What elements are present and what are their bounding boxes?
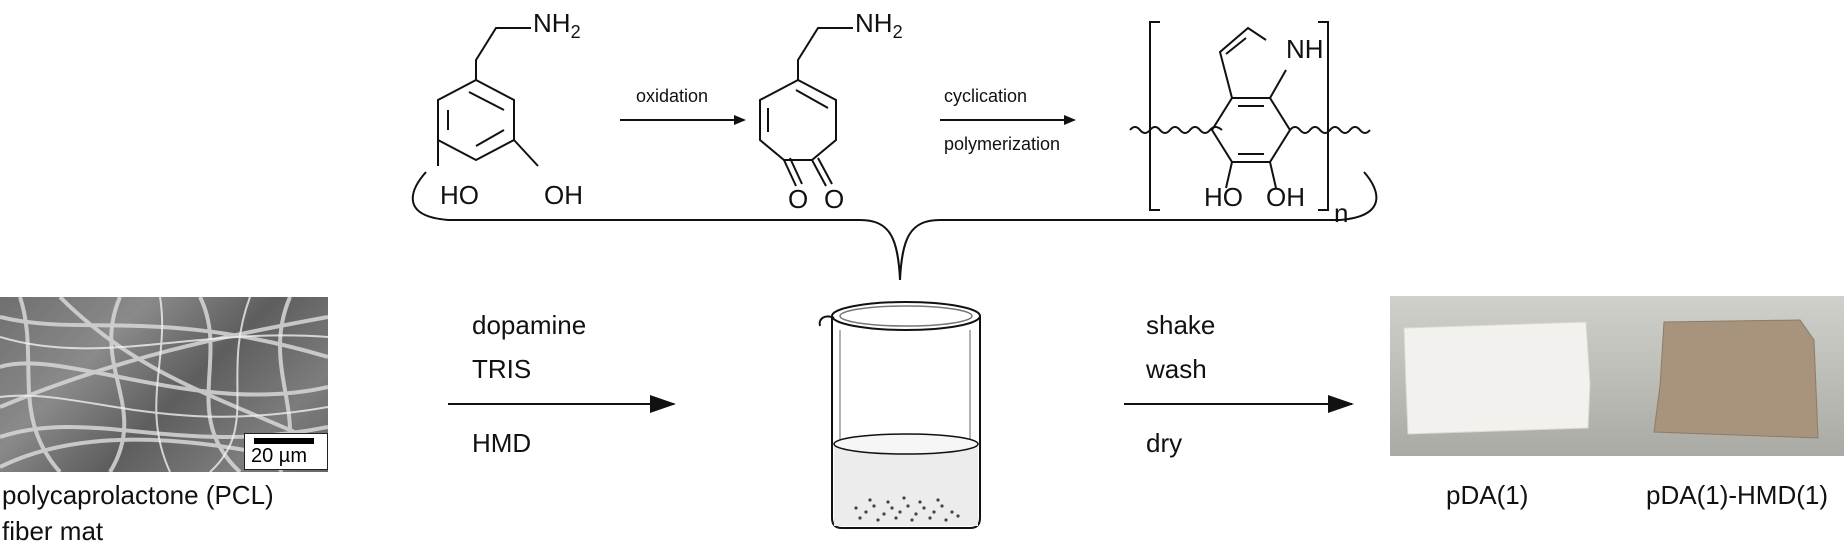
scale-bar xyxy=(254,438,314,444)
repeat-unit-subscript: n xyxy=(1334,198,1349,228)
dopamine-structure xyxy=(437,27,539,167)
hydroxyl-label-4: OH xyxy=(1266,182,1305,212)
polydopamine-unit-structure xyxy=(1129,21,1371,211)
reagent-dopamine: dopamine xyxy=(472,310,587,340)
step-wash: wash xyxy=(1146,354,1207,384)
hydroxyl-label-2: OH xyxy=(544,180,583,210)
oxidation-label: oxidation xyxy=(636,86,709,106)
sem-image-pcl-fiber-mat: 20 µm xyxy=(0,297,328,472)
sample-pda1 xyxy=(1403,321,1591,435)
curly-brace xyxy=(411,171,1378,281)
product-label-pda1: pDA(1) xyxy=(1446,480,1529,510)
product-samples xyxy=(1403,319,1819,439)
beaker-icon xyxy=(818,301,981,529)
step-dry: dry xyxy=(1146,428,1183,458)
polymerization-label: polymerization xyxy=(944,134,1061,154)
dopaminequinone-structure xyxy=(759,27,853,187)
hydroxyl-label-1: HO xyxy=(440,180,479,210)
hydroxyl-label-3: HO xyxy=(1204,182,1243,212)
fiber-texture xyxy=(0,297,328,472)
step-shake: shake xyxy=(1146,310,1216,340)
indole-nh-label: NH xyxy=(1286,34,1324,64)
pcl-caption-line2: fiber mat xyxy=(2,516,104,546)
product-photo xyxy=(1390,296,1844,456)
oxygen-label-2: O xyxy=(824,184,845,214)
scale-bar-label: 20 µm xyxy=(251,445,307,467)
cyclication-label: cyclication xyxy=(944,86,1028,106)
amine-label-1: NH2 xyxy=(533,8,581,43)
sample-pda1-hmd1 xyxy=(1653,319,1819,439)
pcl-caption-line1: polycaprolactone (PCL) xyxy=(2,480,274,510)
reagent-tris: TRIS xyxy=(472,354,532,384)
scale-bar-box: 20 µm xyxy=(244,433,328,470)
product-label-pda1-hmd1: pDA(1)-HMD(1) xyxy=(1646,480,1828,510)
reagent-hmd: HMD xyxy=(472,428,532,458)
amine-label-2: NH2 xyxy=(855,8,903,43)
oxygen-label-1: O xyxy=(788,184,809,214)
